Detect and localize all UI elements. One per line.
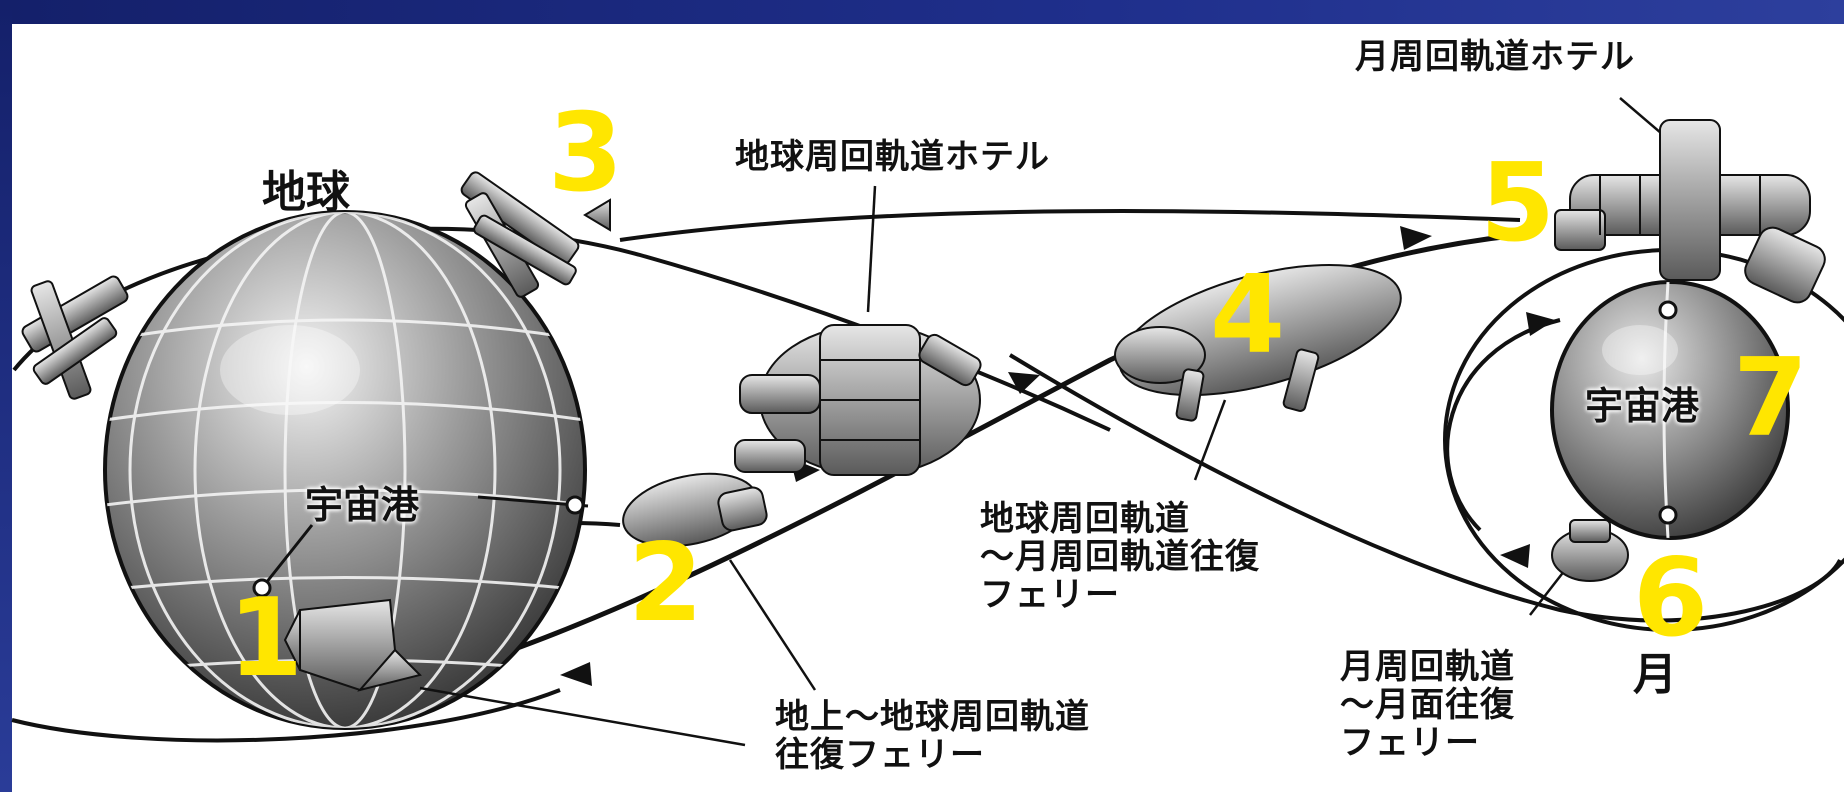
step-marker-3: 3 [548, 91, 624, 216]
earth-globe [103, 210, 587, 730]
earth-orbit-hotel-craft [734, 324, 982, 476]
moon-spaceport-dot-top [1658, 300, 1678, 320]
ground-ferry-line-2: 往復フェリー [775, 735, 985, 776]
transfer-ferry-craft [1114, 263, 1402, 422]
arrow-head [560, 662, 592, 686]
lunar-lander-craft [1551, 519, 1629, 582]
earth-orbit-station-left [21, 275, 129, 400]
step-marker-7: 7 [1733, 336, 1809, 461]
frame-top-bar [0, 0, 1844, 24]
moon-globe [1550, 280, 1790, 540]
arrow-heads [560, 226, 1555, 686]
frame-left-bar [0, 0, 12, 792]
moon-spaceport-dot-bottom [1658, 505, 1678, 525]
step-marker-6: 6 [1633, 536, 1709, 661]
lunar-ferry-label: 月周回軌道 〜月面往復 フェリー [1340, 648, 1515, 762]
arrow-head [1500, 544, 1530, 568]
moon-label: 月 [1633, 649, 1677, 700]
spaceport-markers [252, 300, 1678, 598]
moon-orbit-hotel-craft [1554, 119, 1826, 304]
orbit-ferry-line-2: 〜月周回軌道往復 [980, 537, 1260, 578]
arrow-head [1008, 372, 1040, 394]
earth-hotel-upper-path [619, 209, 1521, 242]
lunar-ferry-line-3: フェリー [1340, 723, 1480, 764]
hotel-to-moon-path [379, 232, 1521, 693]
lunar-ferry-line-1: 月周回軌道 [1340, 647, 1515, 687]
earth-orbit-station-top [460, 171, 611, 298]
earth-launch-dot [252, 578, 272, 598]
moon-orbit-inner [1445, 318, 1561, 532]
moon-hotel-label: 月周回軌道ホテル [1355, 37, 1635, 77]
step-marker-5: 5 [1480, 141, 1556, 266]
earth-spaceport-dot [565, 495, 585, 515]
step-marker-1: 1 [228, 576, 304, 701]
step-marker-2: 2 [628, 521, 704, 646]
arrow-head [1526, 312, 1555, 336]
lunar-ferry-line-2: 〜月面往復 [1340, 685, 1515, 726]
orbit-ferry-line-3: フェリー [980, 575, 1120, 616]
orbit-ferry-label: 地球周回軌道 〜月周回軌道往復 フェリー [980, 500, 1260, 614]
earth-orbit-front [11, 688, 561, 743]
ground-ferry-label: 地上〜地球周回軌道 往復フェリー [775, 698, 1090, 774]
earth-label: 地球 [262, 167, 350, 218]
ground-ferry-line-1: 地上〜地球周回軌道 [775, 697, 1090, 737]
earth-spaceport-label: 宇宙港 [305, 483, 420, 527]
moon-spaceport-label: 宇宙港 [1585, 384, 1700, 428]
ascent-capsule-craft [622, 472, 768, 548]
space-shuttle-craft [283, 598, 422, 692]
arrow-head [1400, 226, 1432, 250]
return-path [1008, 353, 1842, 623]
orbit-ferry-line-1: 地球周回軌道 [980, 499, 1190, 539]
earth-hotel-label: 地球周回軌道ホテル [735, 137, 1050, 177]
step-marker-4: 4 [1210, 253, 1286, 378]
